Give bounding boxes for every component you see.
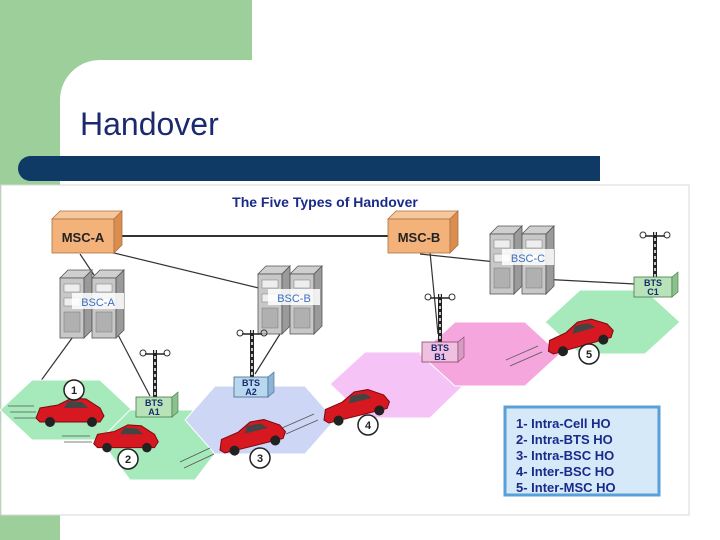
msc-a-node: MSC-A bbox=[51, 210, 123, 254]
msc-b-label: MSC-B bbox=[398, 230, 441, 245]
bts-a1-label-1: BTS bbox=[145, 398, 163, 408]
bts-c1-node: BTS C1 bbox=[633, 230, 679, 298]
bsc-b-label: BSC-B bbox=[277, 293, 311, 305]
bts-a1-label-2: A1 bbox=[148, 407, 160, 417]
legend-item-5: 5- Inter-MSC HO bbox=[516, 480, 616, 495]
bts-b1-label-2: B1 bbox=[434, 352, 446, 362]
bsc-c-node: BSC-C bbox=[489, 225, 555, 295]
bts-a1-node: BTS A1 bbox=[135, 348, 179, 418]
legend-item-3: 3- Intra-BSC HO bbox=[516, 448, 614, 463]
bts-a2-label-1: BTS bbox=[242, 378, 260, 388]
svg-text:2: 2 bbox=[125, 454, 131, 466]
marker-5: 5 bbox=[578, 343, 600, 365]
msc-a-label: MSC-A bbox=[62, 230, 105, 245]
title-underline-bar bbox=[18, 156, 600, 181]
marker-2: 2 bbox=[117, 448, 139, 470]
bts-b1-node: BTS B1 bbox=[421, 292, 465, 363]
slide-title: Handover bbox=[80, 106, 219, 142]
handover-legend: 1- Intra-Cell HO 2- Intra-BTS HO 3- Intr… bbox=[503, 405, 661, 497]
diagram-heading: The Five Types of Handover bbox=[232, 194, 418, 210]
bts-c1-label-1: BTS bbox=[644, 278, 662, 288]
legend-item-4: 4- Inter-BSC HO bbox=[516, 464, 614, 479]
svg-text:4: 4 bbox=[365, 420, 372, 432]
marker-4: 4 bbox=[357, 414, 379, 436]
network-links bbox=[39, 235, 636, 397]
svg-text:5: 5 bbox=[586, 349, 592, 361]
legend-item-2: 2- Intra-BTS HO bbox=[516, 432, 613, 447]
svg-text:1: 1 bbox=[71, 385, 77, 397]
bts-a2-node: BTS A2 bbox=[233, 328, 275, 398]
motion-lines bbox=[8, 345, 543, 469]
bsc-a-label: BSC-A bbox=[81, 297, 115, 309]
msc-b-node: MSC-B bbox=[387, 210, 459, 254]
bsc-c-label: BSC-C bbox=[511, 253, 545, 265]
bts-b1-label-1: BTS bbox=[431, 343, 449, 353]
bts-a2-label-2: A2 bbox=[245, 387, 257, 397]
svg-text:3: 3 bbox=[257, 453, 263, 465]
handover-diagram: The Five Types of Handover MSC-A MSC-B bbox=[0, 184, 690, 516]
bsc-b-node: BSC-B bbox=[257, 265, 323, 335]
legend-item-1: 1- Intra-Cell HO bbox=[516, 416, 611, 431]
marker-3: 3 bbox=[249, 447, 271, 469]
bsc-a-node: BSC-A bbox=[59, 269, 125, 339]
marker-1: 1 bbox=[63, 379, 85, 401]
bts-c1-label-2: C1 bbox=[647, 287, 659, 297]
